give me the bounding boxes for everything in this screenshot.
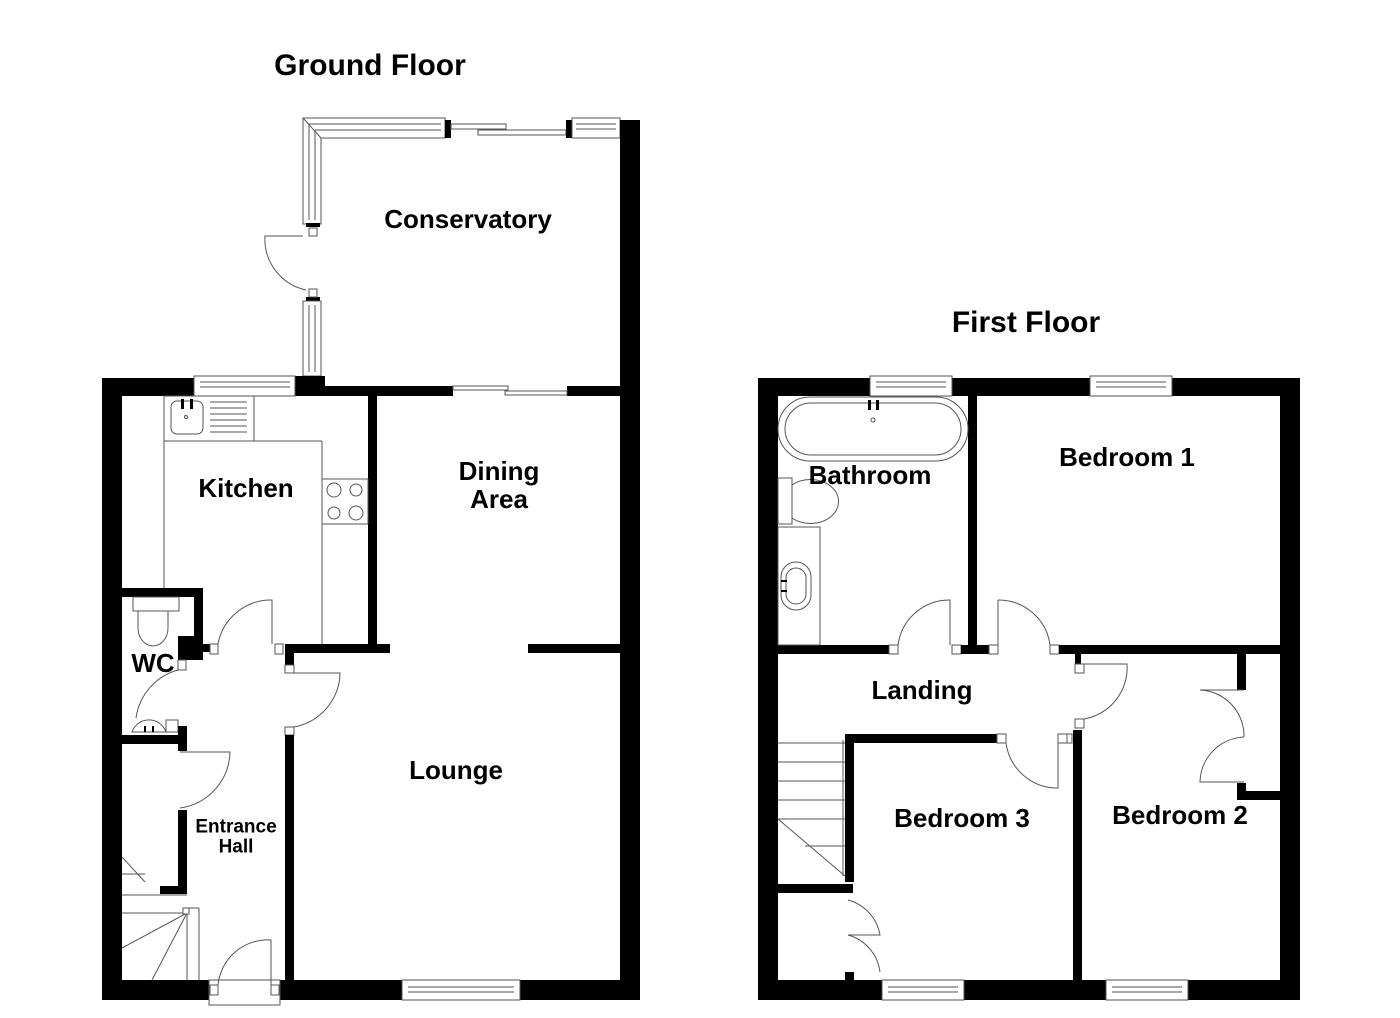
ground-floor-plan: [102, 117, 640, 1006]
first-floor-title: First Floor: [951, 306, 1101, 339]
ground-floor-title: Ground Floor: [274, 49, 466, 82]
room-label-dining-area-line1: Dining: [458, 456, 540, 486]
conservatory-door-swing: [264, 235, 307, 291]
room-label-kitchen: Kitchen: [198, 473, 294, 503]
room-label-conservatory: Conservatory: [384, 204, 552, 234]
room-label-bedroom-2: Bedroom 2: [1112, 800, 1248, 830]
room-label-entrance-hall-line1: Entrance: [195, 816, 277, 838]
room-label-bedroom-3: Bedroom 3: [894, 803, 1030, 833]
room-label-bedroom-1: Bedroom 1: [1059, 442, 1195, 472]
room-label-landing: Landing: [871, 675, 973, 705]
conservatory-glazing: [302, 117, 621, 377]
room-label-wc: WC: [131, 648, 175, 678]
room-label-entrance-hall-line2: Hall: [218, 836, 254, 858]
room-label-lounge: Lounge: [409, 755, 503, 785]
room-label-dining-area-line2: Area: [470, 484, 528, 514]
first-floor-plan: [758, 375, 1300, 1001]
room-label-bathroom: Bathroom: [808, 460, 932, 490]
